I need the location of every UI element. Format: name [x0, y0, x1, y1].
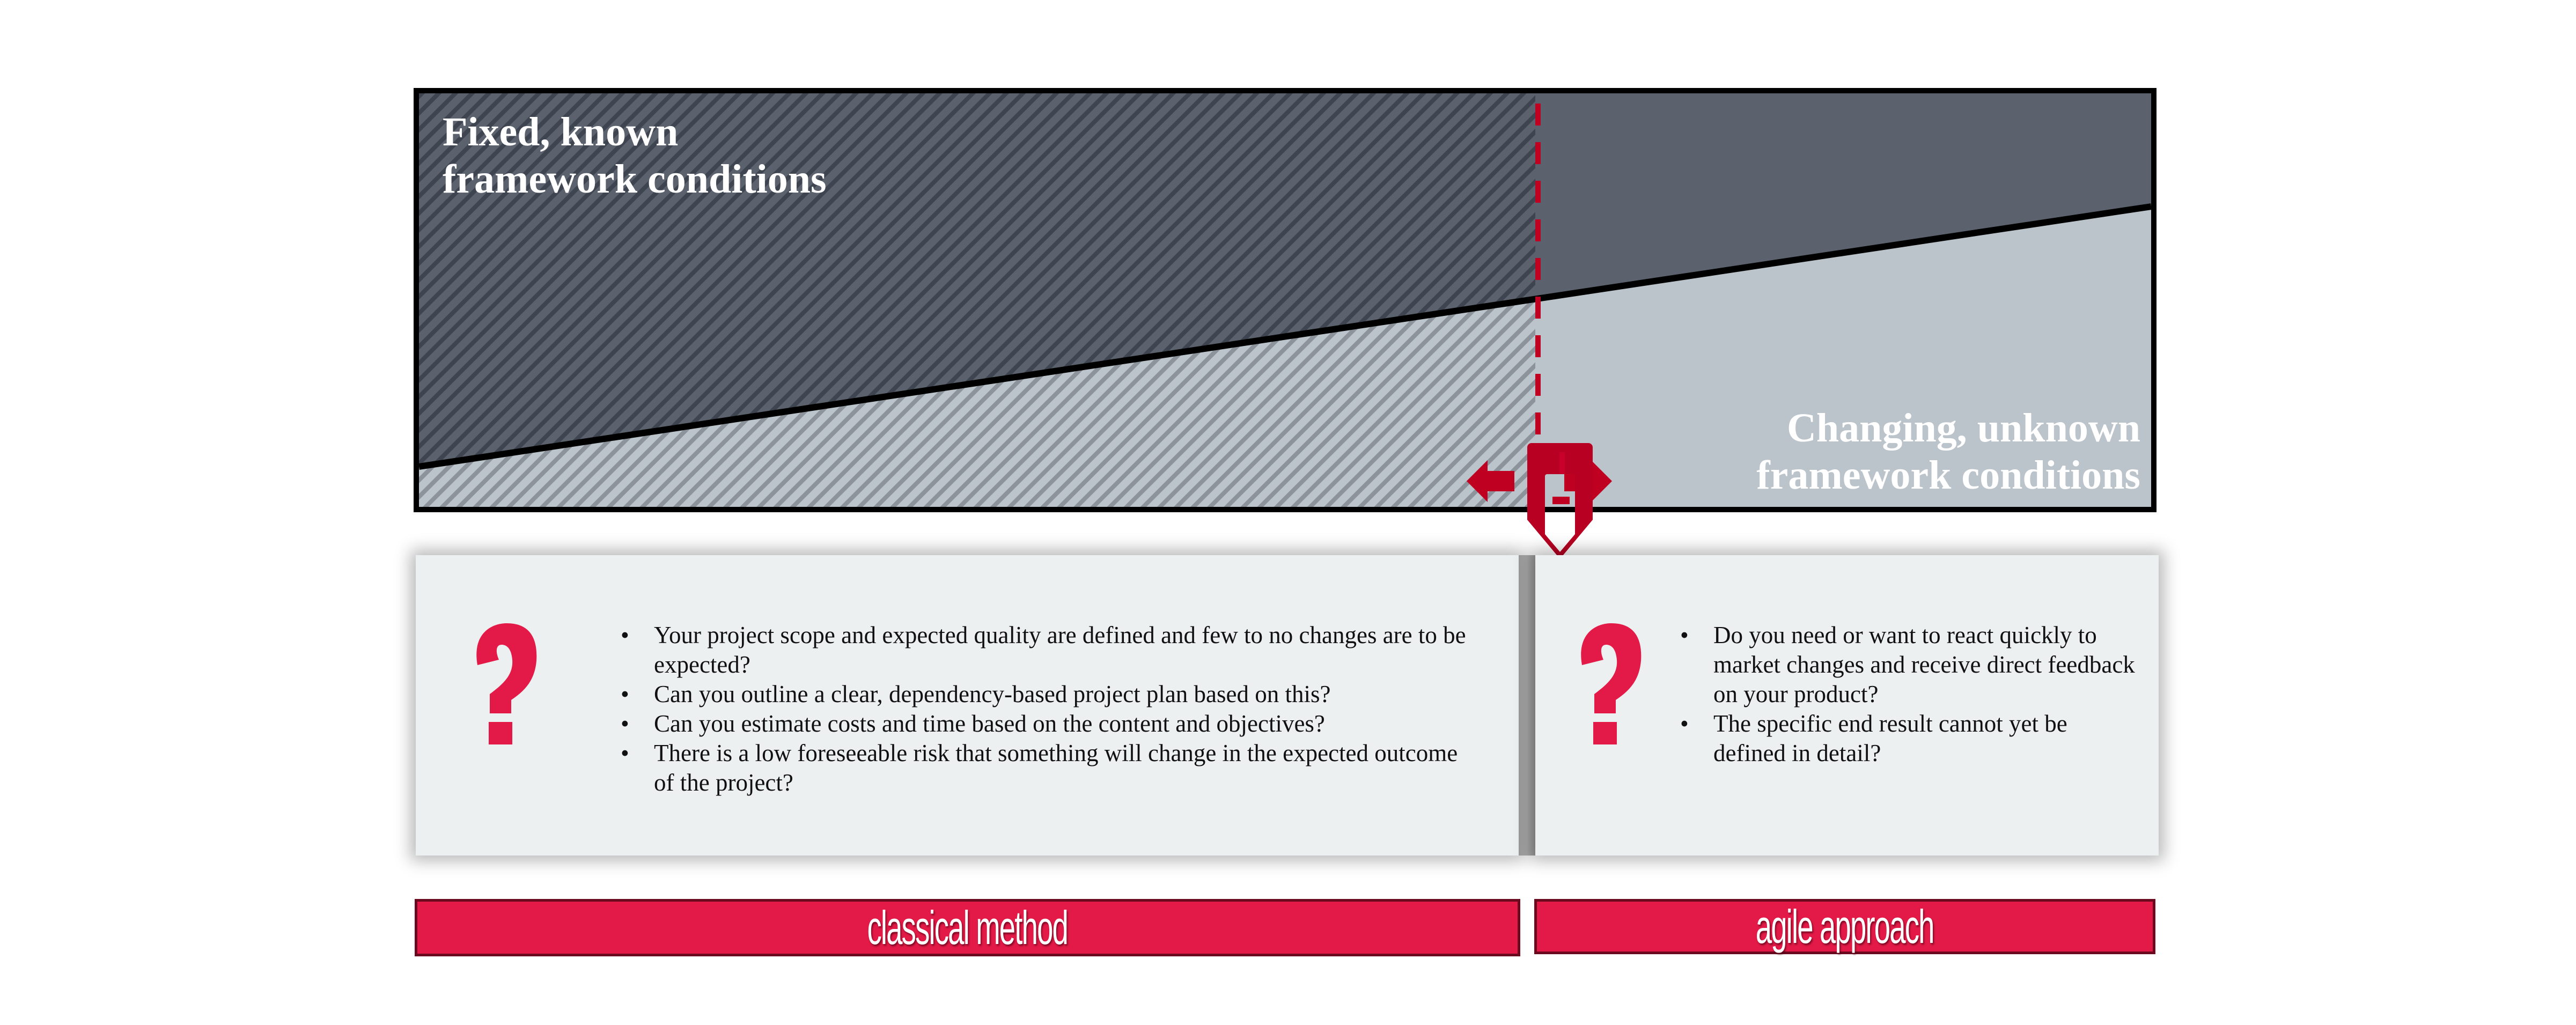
list-item: Can you estimate costs and time based on…: [621, 709, 1479, 739]
agile-approach-text: agile approach: [1756, 899, 1935, 953]
agile-criteria-card: Do you need or want to react quickly to …: [1535, 555, 2159, 856]
card-divider: [1519, 555, 1535, 856]
fixed-conditions-title: Fixed, known framework conditions: [443, 109, 827, 202]
changing-conditions-title: Changing, unknown framework conditions: [1756, 405, 2140, 498]
classical-method-label: classical method: [415, 899, 1520, 956]
question-mark-icon: [476, 623, 537, 744]
list-item: There is a low foreseeable risk that som…: [621, 739, 1479, 798]
question-mark-icon: [1581, 623, 1642, 744]
arrow-left-icon: [1467, 460, 1514, 502]
framework-gradient-graphic: [419, 93, 2151, 507]
list-item: Your project scope and expected quality …: [621, 621, 1479, 680]
boundary-line: [419, 203, 2151, 470]
classical-method-text: classical method: [867, 901, 1069, 954]
classical-criteria-card: Your project scope and expected quality …: [416, 555, 1519, 856]
agile-criteria-list: Do you need or want to react quickly to …: [1680, 621, 2141, 768]
agile-approach-label: agile approach: [1534, 899, 2155, 954]
list-item: Do you need or want to react quickly to …: [1680, 621, 2141, 709]
list-item: The specific end result cannot yet be de…: [1680, 709, 2141, 768]
list-item: Can you outline a clear, dependency-base…: [621, 680, 1479, 709]
slider-handle-icon[interactable]: [1448, 440, 1631, 569]
classical-criteria-list: Your project scope and expected quality …: [621, 621, 1479, 798]
framework-conditions-panel: Fixed, known framework conditions Changi…: [414, 88, 2157, 512]
